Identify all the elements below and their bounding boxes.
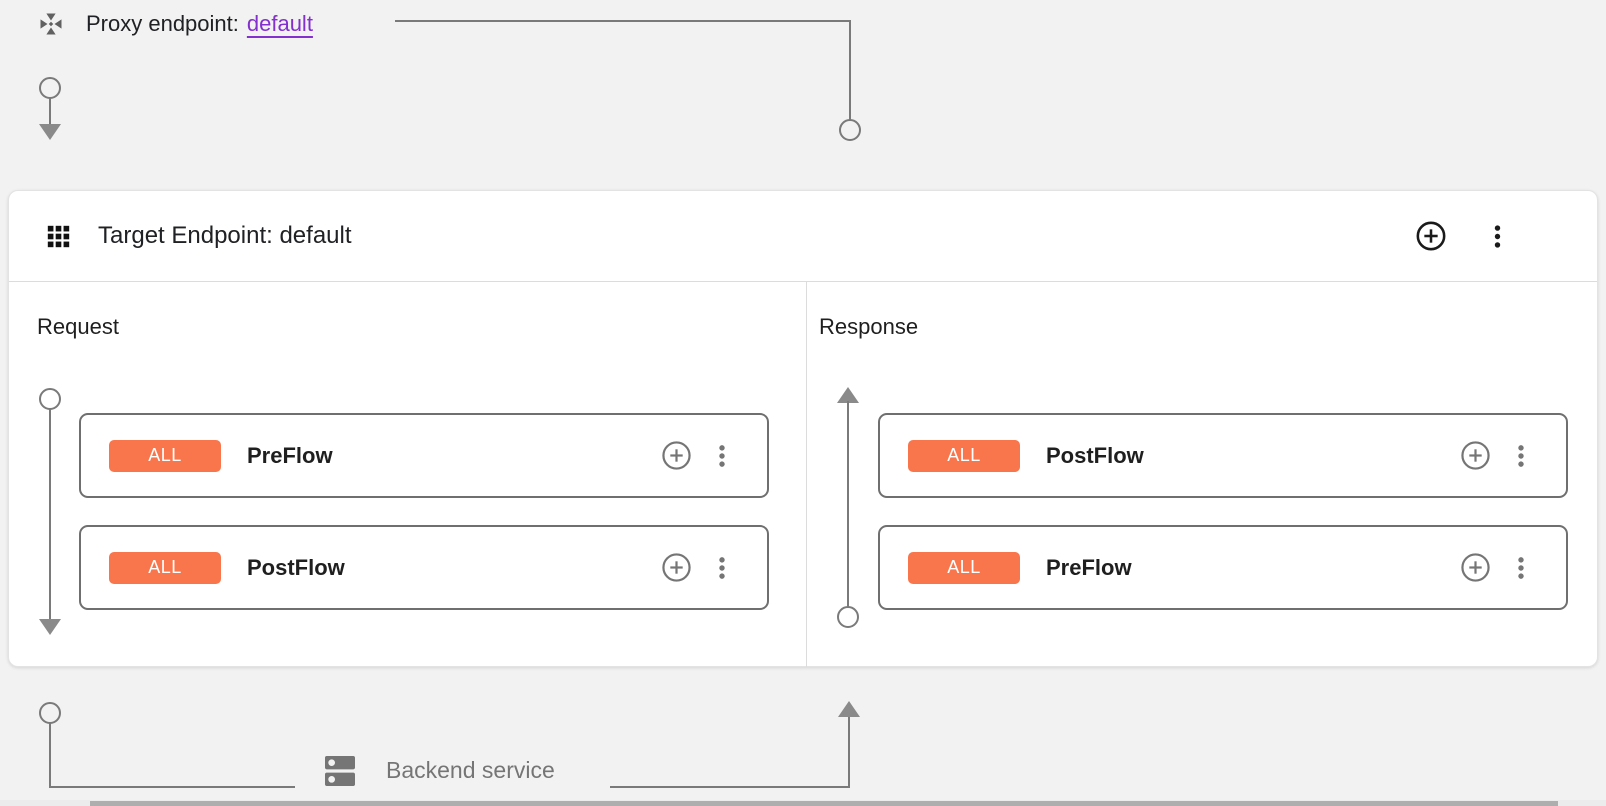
request-rail-start-node [39, 388, 61, 410]
flow-name: PreFlow [247, 442, 333, 468]
proxy-rail-start-node [39, 77, 61, 99]
kebab-menu-icon [1494, 224, 1501, 248]
flow-box-response-preflow[interactable]: ALL PreFlow [878, 525, 1568, 610]
flow-condition-badge: ALL [109, 551, 221, 584]
plus-circle-icon [1416, 221, 1446, 251]
panel-divider [806, 281, 807, 667]
request-rail-line [49, 409, 51, 620]
add-flow-button[interactable] [1414, 219, 1448, 253]
flow-menu-button[interactable] [709, 555, 735, 581]
flow-condition-badge: ALL [109, 439, 221, 472]
backend-right-vline [848, 716, 850, 787]
connector-proxy-endpoint-node [839, 119, 861, 141]
kebab-menu-icon [719, 444, 725, 467]
flow-condition-badge: ALL [908, 439, 1020, 472]
response-rail-end-node [837, 606, 859, 628]
backend-rail-start-node [39, 702, 61, 724]
flow-box-response-postflow[interactable]: ALL PostFlow [878, 413, 1568, 498]
flow-name: PostFlow [1046, 442, 1144, 468]
proxy-endpoint-row: Proxy endpoint: default [36, 9, 313, 39]
kebab-menu-icon [719, 556, 725, 579]
connector-proxy-hline [395, 20, 851, 22]
backend-service-label: Backend service [386, 757, 555, 783]
add-policy-step-button[interactable] [1459, 551, 1492, 584]
request-rail-arrow-icon [39, 619, 61, 635]
plus-circle-icon [1461, 553, 1490, 582]
proxy-endpoint-icon [36, 9, 66, 39]
response-rail-line [847, 401, 849, 607]
proxy-rail-arrow-icon [39, 124, 61, 140]
proxy-endpoint-label: Proxy endpoint: [86, 11, 239, 36]
response-panel-title: Response [819, 314, 919, 339]
target-endpoint-header: Target Endpoint: default [9, 191, 1597, 282]
apps-grid-icon [45, 223, 72, 250]
flow-menu-button[interactable] [1508, 555, 1534, 581]
request-panel-title: Request [37, 314, 119, 339]
flow-box-request-preflow[interactable]: ALL PreFlow [79, 413, 769, 498]
add-policy-step-button[interactable] [1459, 439, 1492, 472]
flow-box-request-postflow[interactable]: ALL PostFlow [79, 525, 769, 610]
flow-condition-badge: ALL [908, 551, 1020, 584]
proxy-rail-line [49, 98, 51, 125]
kebab-menu-icon [1518, 556, 1524, 579]
connector-proxy-vline [849, 20, 851, 120]
endpoint-menu-button[interactable] [1484, 223, 1511, 250]
kebab-menu-icon [1518, 444, 1524, 467]
add-policy-step-button[interactable] [660, 551, 693, 584]
add-policy-step-button[interactable] [660, 439, 693, 472]
flow-name: PostFlow [247, 554, 345, 580]
flow-menu-button[interactable] [709, 443, 735, 469]
plus-circle-icon [1461, 441, 1490, 470]
backend-left-hline [49, 786, 295, 788]
backend-service-icon [320, 751, 360, 796]
target-endpoint-title: Target Endpoint: default [98, 222, 352, 249]
backend-left-vline [49, 723, 51, 787]
plus-circle-icon [662, 441, 691, 470]
plus-circle-icon [662, 553, 691, 582]
response-rail-arrow-icon [837, 387, 859, 403]
flow-menu-button[interactable] [1508, 443, 1534, 469]
proxy-endpoint-link[interactable]: default [246, 11, 313, 36]
horizontal-scrollbar[interactable] [90, 801, 1558, 806]
backend-up-arrow-icon [838, 701, 860, 717]
flow-name: PreFlow [1046, 554, 1132, 580]
backend-right-hline [610, 786, 850, 788]
